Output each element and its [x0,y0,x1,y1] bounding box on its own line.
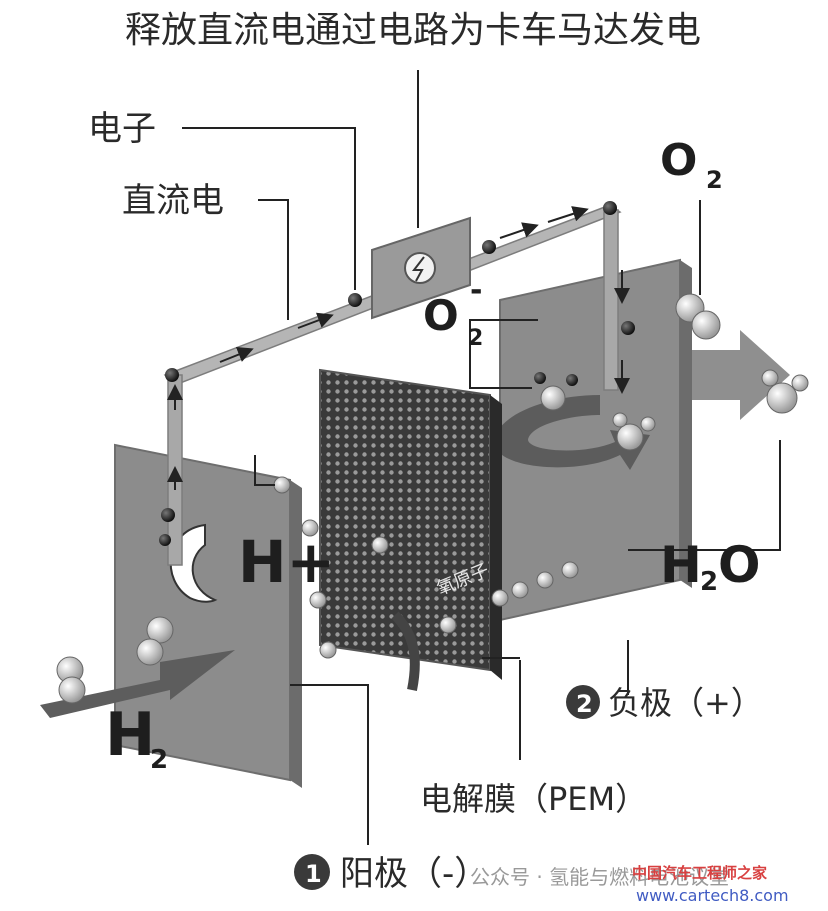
proton-label: H+ [238,528,335,596]
cathode-label: 2 负极（+） [566,684,763,722]
electron-dots [159,201,635,546]
exhaust-tube [391,611,420,691]
cathode-number: 2 [576,690,593,718]
anode-plate [114,443,302,788]
anode-number: 1 [305,860,322,888]
hydrogen-inflow-arrow [40,650,235,718]
pem-membrane [319,368,502,680]
watermark-account: 公众号 · 氢能与燃料电池议堂 [470,865,729,889]
anode-label: 1 阳极（-） [294,854,488,894]
motor-load-box [371,216,471,320]
h2-subscript: 2 [150,745,168,775]
oxide-ion-molecule [534,372,578,411]
watermark-site-name: 中国汽车工程师之家 [632,864,767,882]
water-o-label: O [718,536,761,594]
cathode-text: 负极（+） [608,684,763,722]
current-direction-arrows [167,206,630,490]
o2-molecule-top [675,293,721,340]
dc-label: 直流电 [122,181,224,221]
water-h-label: H [660,536,702,594]
o2-subscript: 2 [706,166,723,194]
oxide-ion-charge: - [470,273,482,308]
electron-label: 电子 [88,109,156,149]
water-molecule-out [761,369,809,414]
watermark-site-url: www.cartech8.com [636,886,789,905]
h2-molecules [56,616,174,704]
membrane-label: 电解膜（PEM） [420,780,647,818]
leader-lines [182,70,781,845]
oxide-ion-subscript: 2 [468,326,483,351]
o2-label: O [660,135,697,186]
h2-label: H [105,700,155,770]
anode-text: 阳极（-） [340,854,488,894]
cathode-reaction-swirl [494,395,650,470]
water-molecule-in-cell [612,412,656,451]
proton-dots [273,476,579,659]
water-subscript: 2 [700,567,718,597]
water-out-arrow [660,330,790,420]
top-caption: 释放直流电通过电路为卡车马达发电 [125,10,701,51]
watermark: 公众号 · 氢能与燃料电池议堂 中国汽车工程师之家 www.cartech8.c… [470,864,789,905]
oxide-ion-label: O [423,291,459,340]
